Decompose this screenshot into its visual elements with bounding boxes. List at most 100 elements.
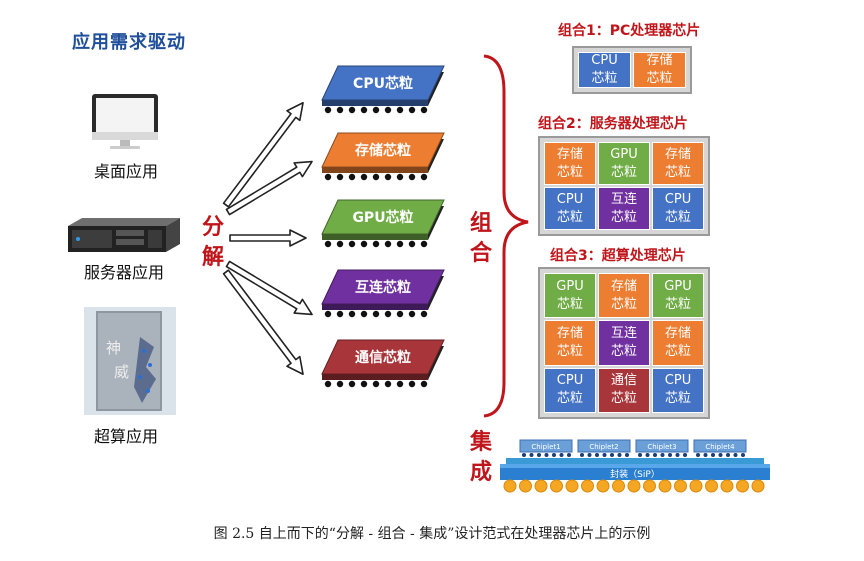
solder-ball [612,479,625,493]
arrow-to-memory [225,160,313,216]
chiplet-label-1: CPU芯粒 [353,75,413,92]
combo-1-cell: CPU 芯粒 [578,52,631,88]
combo-3-cell: CPU 芯粒 [544,367,596,413]
solder-ball [643,479,656,493]
package-label: 封装（SiP） [610,468,660,480]
package-chiplet-label-3: Chiplet3 [647,443,676,451]
combo-2-cell: 存储芯粒 [544,142,596,185]
combo-1-cell: 存储芯粒 [633,52,686,88]
cell-line-1: 存储 [646,53,673,68]
cell-line-1: CPU [556,191,584,207]
combine-char-1: 组 [469,211,492,236]
cell-line-1: CPU [556,373,584,389]
cell-line-1: 存储 [610,278,637,294]
package-chiplet-3: Chiplet3 [635,439,689,457]
cell-line-1: 存储 [556,325,583,341]
solder-ball [720,479,734,493]
arrow-to-cpu [222,101,304,208]
figure-caption: 图 2.5 自上而下的“分解 - 组合 - 集成”设计范式在处理器芯片上的示例 [213,526,651,542]
diagram-title: 应用需求驱动 [72,32,186,53]
package-chiplet-label-1: Chiplet1 [531,443,560,451]
cell-line-2: 芯粒 [556,209,583,225]
cell-line-1: 通信 [610,373,637,389]
cell-line-1: 存储 [556,146,583,162]
combo-2-cell: 互连芯粒 [598,187,650,230]
package-chiplet-label-2: Chiplet2 [589,443,618,451]
package-chiplet-4: Chiplet4 [693,439,747,457]
app-label-supercomputer: 超算应用 [93,427,158,446]
combo-3-cell: 存储芯粒 [598,273,650,319]
cell-line-1: CPU [591,53,618,68]
cell-line-2: 芯粒 [610,343,637,359]
cell-line-1: GPU [664,278,692,294]
solder-ball [581,479,594,493]
cell-line-2: 芯粒 [556,164,583,180]
combo-3-cell: 存储芯粒 [544,320,596,366]
cell-line-2: 芯粒 [664,391,691,407]
combo-3-cell: GPU 芯粒 [652,273,704,319]
cell-line-1: CPU [664,373,692,389]
cell-line-1: 互连 [610,325,637,341]
solder-ball [705,479,718,493]
combo-3-cell: CPU 芯粒 [652,367,704,413]
combo-2-cell: CPU 芯粒 [544,187,596,230]
solder-ball [689,479,703,493]
app-label-server: 服务器应用 [83,263,164,282]
chiplet-label-2: 存储芯粒 [355,142,411,159]
decompose-label: 分 解 [198,213,228,273]
cell-line-2: 芯粒 [664,209,691,225]
chiplet-3: GPU芯粒 [321,199,445,248]
combo-1-box: CPU 芯粒存储芯粒 [572,46,692,94]
chiplet-label-5: 通信芯粒 [355,349,411,366]
cell-line-2: 芯粒 [556,343,583,359]
chiplet-4: 互连芯粒 [321,269,445,318]
cell-line-2: 芯粒 [591,71,618,86]
cell-line-1: 存储 [664,325,691,341]
combo-3-cell: 存储芯粒 [652,320,704,366]
solder-ball [674,479,687,493]
solder-ball [565,479,579,493]
combo-3-cell: 互连芯粒 [598,320,650,366]
solder-ball [550,479,563,493]
cell-line-2: 芯粒 [664,296,691,312]
solder-ball [736,479,749,493]
chiplet-2: 存储芯粒 [321,132,445,181]
chiplet-1: CPU芯粒 [321,65,445,114]
cell-line-2: 芯粒 [664,164,691,180]
cell-line-2: 芯粒 [556,391,583,407]
solder-ball [503,479,517,493]
integrate-char-1: 集 [469,430,492,455]
sip-package: 封装（SiP） Chiplet1 Chiplet2 Chiplet3 Chiplet4 [500,439,770,493]
solder-ball [519,479,532,493]
chiplet-5: 通信芯粒 [321,339,445,388]
decompose-char-2: 解 [201,245,224,270]
combine-char-2: 合 [469,241,492,266]
solder-ball [596,479,610,493]
cell-line-1: GPU [556,278,584,294]
combo-1-title: 组合1：PC处理器芯片 [558,23,701,39]
server-icon [68,218,180,252]
arrow-to-interconnect [225,260,313,316]
supercomputer-logo-char-1: 神 [106,339,121,357]
solder-ball [627,479,641,493]
cell-line-2: 芯粒 [610,296,637,312]
combo-2-title: 组合2：服务器处理芯片 [538,116,688,132]
cell-line-1: 存储 [664,146,691,162]
integrate-label: 集 成 [466,428,496,488]
cell-line-2: 芯粒 [610,164,637,180]
arrow-to-communication [222,269,304,376]
chiplet-label-4: 互连芯粒 [355,279,411,296]
combo-3-cell: 通信芯粒 [598,367,650,413]
cell-line-2: 芯粒 [664,343,691,359]
integrate-char-2: 成 [469,460,492,485]
cell-line-1: 互连 [610,191,637,207]
cell-line-2: 芯粒 [610,391,637,407]
combine-label: 组 合 [466,209,496,269]
solder-ball [751,479,765,493]
